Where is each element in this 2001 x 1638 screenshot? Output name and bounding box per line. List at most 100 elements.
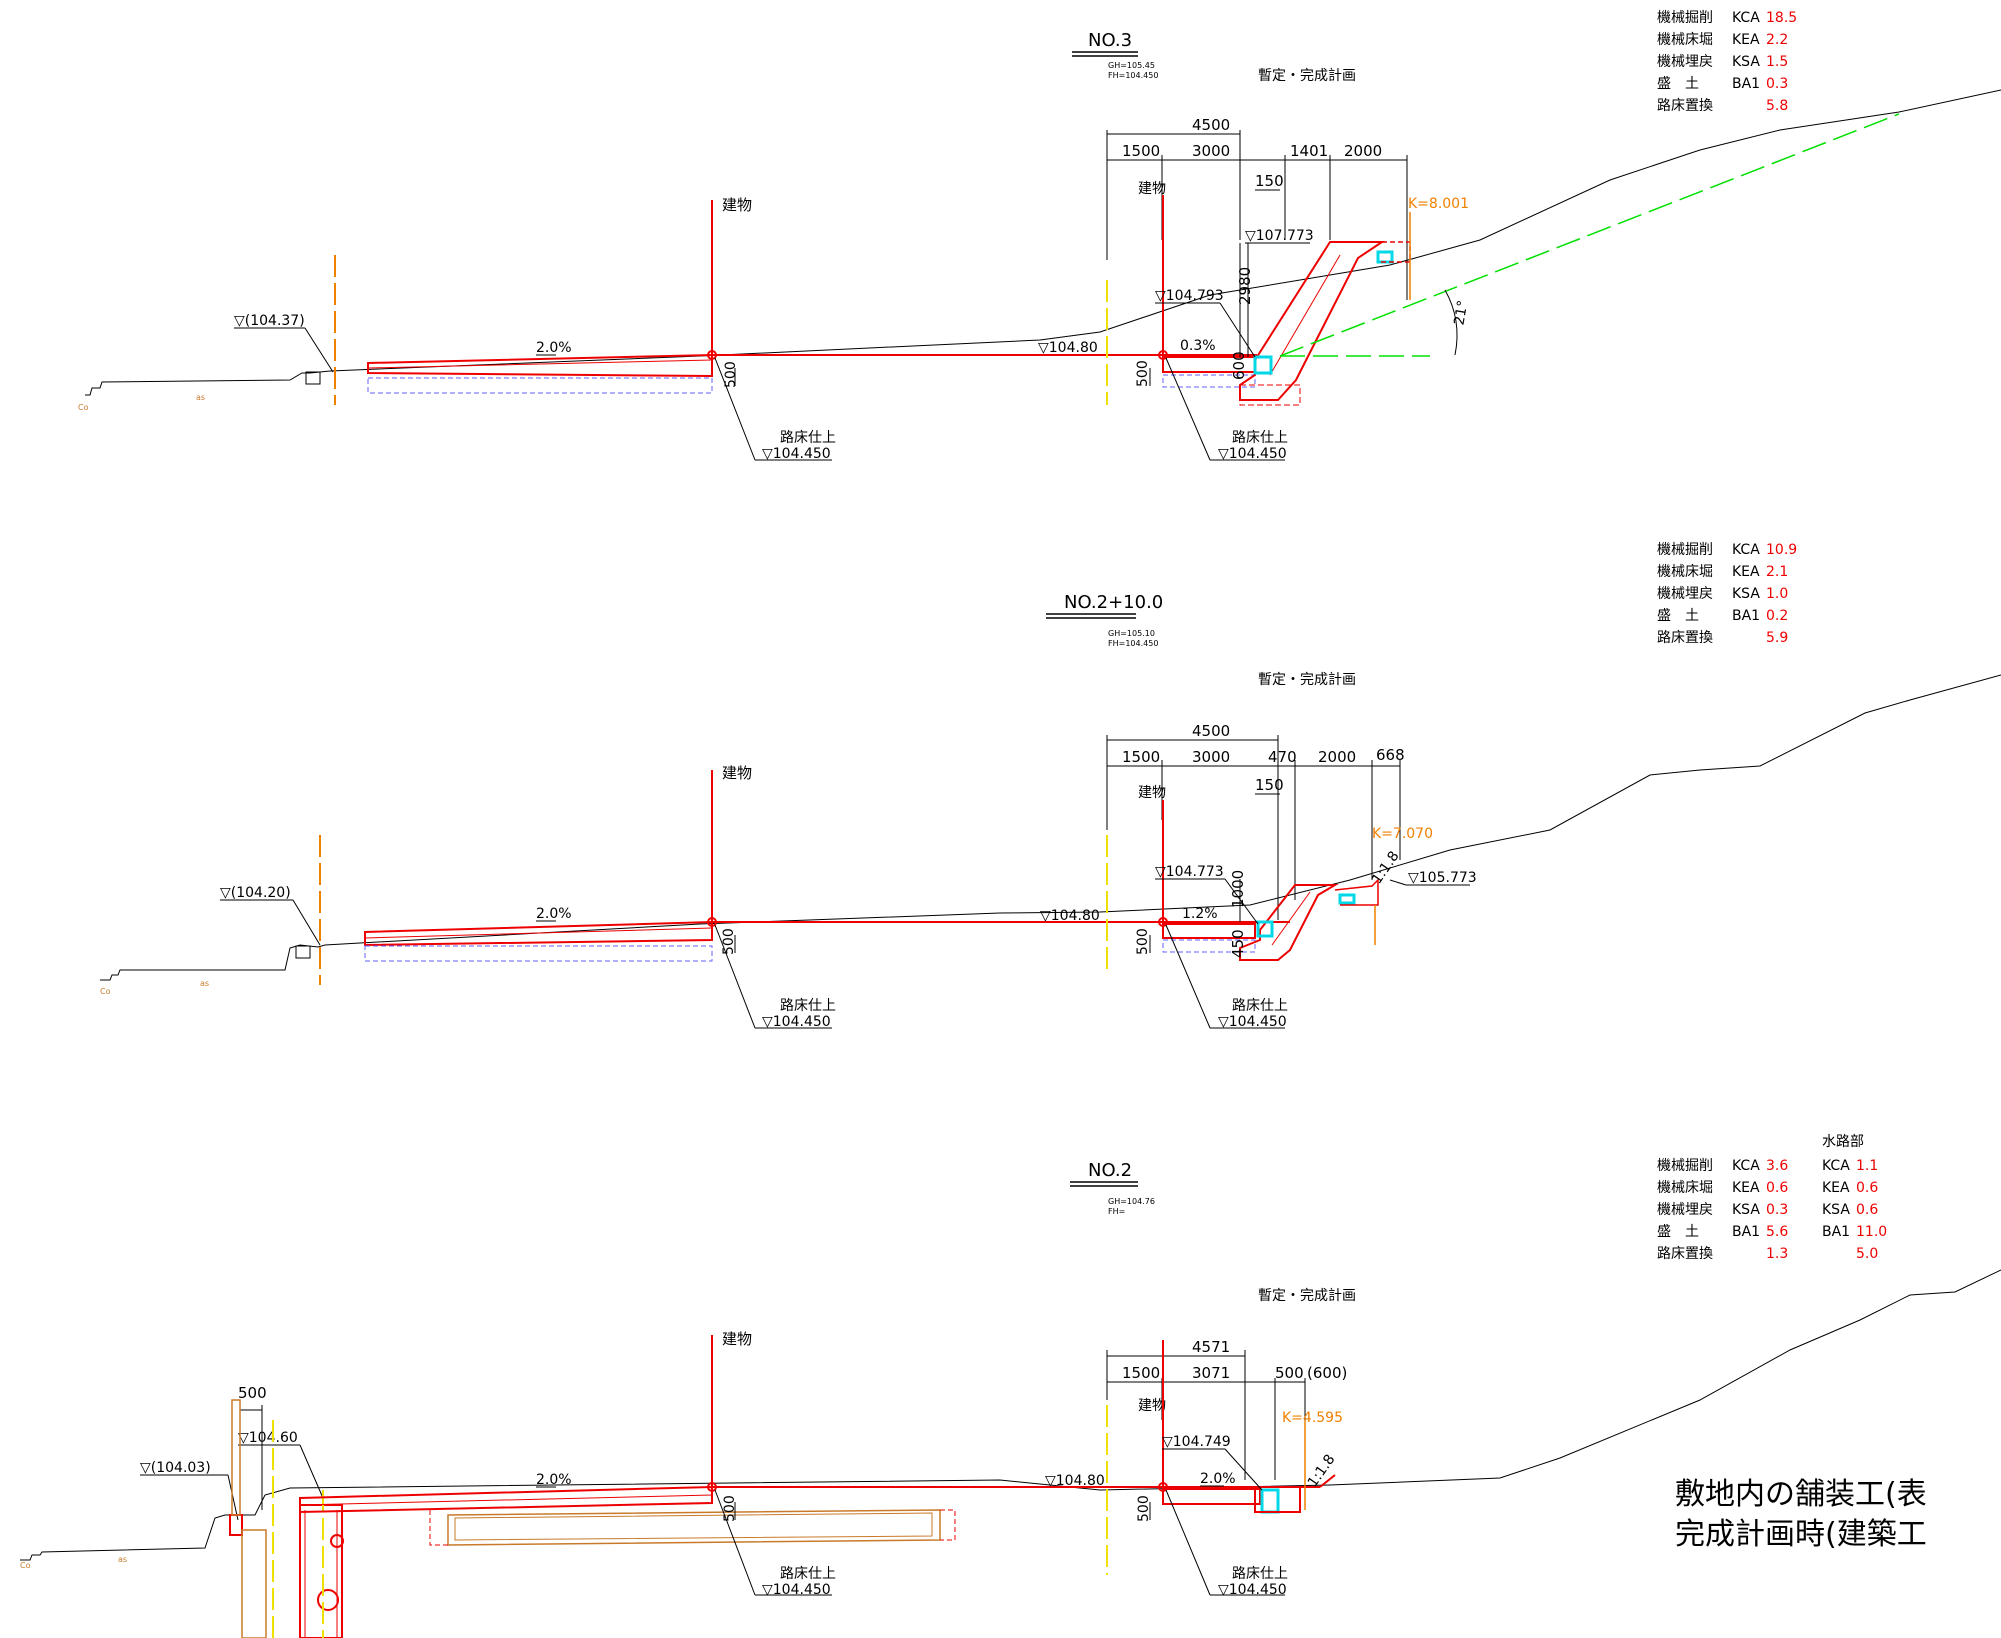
road-level: ▽104.80 [1038,340,1098,356]
k-label: K=8.001 [1408,196,1469,212]
qty-code: BA1 [1732,76,1760,92]
as-label: as [118,1555,127,1564]
subgrade-label: 路床仕上 [780,998,836,1014]
subgrade-label: 路床仕上 [780,430,836,446]
gutter-top [1376,250,1394,264]
qty-code: KEA [1732,1180,1760,1196]
ground-line [100,674,2001,981]
building-label-2: 建物 [1138,1398,1166,1414]
waterway-header: 水路部 [1822,1134,1864,1150]
dim-c: 500 [1275,1364,1304,1382]
qty-name: 機械埋戻 [1657,54,1713,70]
depth-label-2: 500 [1135,360,1151,387]
level-top: ▽105.773 [1408,870,1477,886]
level-curb: ▽104.773 [1155,864,1224,880]
dim-f: 450 [1229,929,1247,958]
qty-value: 11.0 [1856,1224,1887,1240]
fh-label: FH= [1108,1207,1125,1216]
as-label: as [200,979,209,988]
qty-code: KEA [1822,1180,1850,1196]
qty-code: KEA [1732,32,1760,48]
left-level-2: ▽104.60 [238,1430,298,1446]
co-label: Co [78,403,89,412]
subgrade-label: 路床仕上 [780,1566,836,1582]
ground-line [85,89,2001,396]
gh-label: GH=104.76 [1108,1197,1155,1206]
curb [305,371,321,385]
left-level: ▽(104.20) [220,885,291,901]
pavement-right [1162,1488,1261,1505]
qty-value: 0.6 [1766,1180,1788,1196]
dim-h: 1000 [1229,870,1247,908]
depth-label: 500 [721,928,737,955]
dim-total: 4500 [1192,116,1230,134]
subgrade-level: ▽104.450 [762,1582,831,1598]
qty-code: KEA [1732,564,1760,580]
qty-value: 0.6 [1856,1180,1878,1196]
co-label: Co [20,1561,31,1570]
road-level: ▽104.80 [1045,1473,1105,1489]
depth-label-2: 500 [1136,1495,1152,1522]
gutter-top [1338,893,1356,905]
qty-value: 1.3 [1766,1246,1788,1262]
qty-name: 盛 土 [1657,1224,1699,1240]
k-label: K=7.070 [1372,826,1433,842]
qty-value: 18.5 [1766,10,1797,26]
ground-line [20,1269,2001,1561]
qty-value: 0.3 [1766,1202,1788,1218]
qty-value: 0.6 [1856,1202,1878,1218]
subgrade-level-2: ▽104.450 [1218,1014,1287,1030]
qty-code: KCA [1822,1158,1850,1174]
qty-code: KSA [1732,54,1760,70]
depth-label-2: 500 [1135,928,1151,955]
pavement-right [1162,923,1256,939]
quantity-table-no3: 機械掘削 KCA 18.5 機械床堀 KEA 2.2 機械埋戻 KSA 1.5 … [1657,10,1797,114]
qty-value: 1.5 [1766,54,1788,70]
dim-f: 600 [1230,351,1248,380]
dim-b: 3000 [1192,142,1230,160]
qty-name: 路床置換 [1657,630,1713,646]
curb [295,945,311,959]
plan-label: 暫定・完成計画 [1258,68,1356,84]
slope-ratio: 1:1.8 [1369,848,1403,887]
left-dim: 500 [238,1384,267,1402]
qty-code: KSA [1732,586,1760,602]
note: 敷地内の舗装工(表 完成計画時(建築工 [1675,1477,1927,1552]
qty-name: 路床置換 [1657,98,1713,114]
qty-name: 機械掘削 [1657,1158,1713,1174]
k-label: K=4.595 [1282,1410,1343,1426]
building-label: 建物 [722,1330,752,1348]
subgrade-level: ▽104.450 [762,1014,831,1030]
building-label-2: 建物 [1138,785,1166,801]
subgrade-level-2: ▽104.450 [1218,446,1287,462]
qty-value: 2.1 [1766,564,1788,580]
section-no2: NO.2 GH=104.76 FH= 暫定・完成計画 Co as ▽(104.0… [20,1160,2001,1638]
subgrade-label-2: 路床仕上 [1232,998,1288,1014]
retaining-wall [1239,241,1386,401]
dim-a: 1500 [1122,142,1160,160]
pavement-left [367,353,713,378]
dim-c: 1401 [1290,142,1328,160]
note-line-1: 敷地内の舗装工(表 [1675,1477,1927,1512]
qty-name: 盛 土 [1657,608,1699,624]
dim-e: 150 [1255,172,1284,190]
dim-b: 3000 [1192,748,1230,766]
qty-value: 1.0 [1766,586,1788,602]
qty-name: 機械掘削 [1657,542,1713,558]
dim-b: 3071 [1192,1364,1230,1382]
qty-value: 5.0 [1856,1246,1878,1262]
qty-name: 機械掘削 [1657,10,1713,26]
slope-right: 1.2% [1182,906,1218,922]
building-label: 建物 [722,196,752,214]
subgrade-label-2: 路床仕上 [1232,1566,1288,1582]
building-label: 建物 [722,764,752,782]
qty-code: KSA [1732,1202,1760,1218]
qty-name: 機械埋戻 [1657,586,1713,602]
dimensions [1106,735,1401,920]
slope-left: 2.0% [536,906,572,922]
qty-name: 機械床堀 [1657,564,1713,580]
qty-code: KCA [1732,542,1760,558]
dim-c2: (600) [1307,1364,1347,1382]
as-label: as [196,393,205,402]
qty-code: KCA [1732,10,1760,26]
